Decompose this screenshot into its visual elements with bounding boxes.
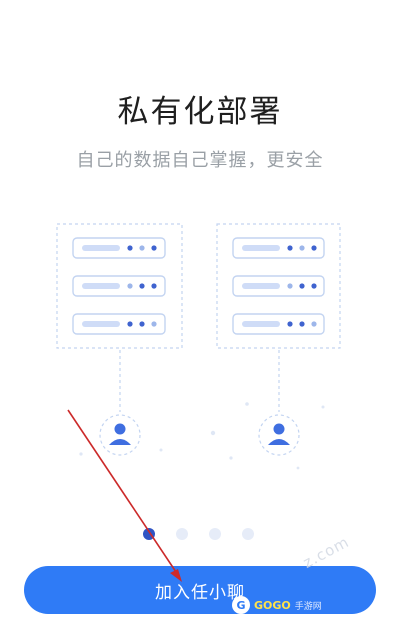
private-deployment-illustration	[56, 223, 341, 470]
page-dot-4[interactable]	[242, 528, 254, 540]
server-rack-icon	[216, 223, 341, 349]
join-button[interactable]: 加入任小聊	[24, 566, 376, 614]
server-rack-icon	[56, 223, 183, 349]
user-icon	[99, 414, 141, 456]
page-dot-1[interactable]	[143, 528, 155, 540]
page-indicator	[0, 526, 400, 542]
page-dot-3[interactable]	[209, 528, 221, 540]
page-subtitle: 自己的数据自己掌握，更安全	[76, 150, 324, 171]
page-title: 私有化部署	[117, 94, 283, 130]
user-icon	[258, 414, 300, 456]
page-dot-2[interactable]	[176, 528, 188, 540]
